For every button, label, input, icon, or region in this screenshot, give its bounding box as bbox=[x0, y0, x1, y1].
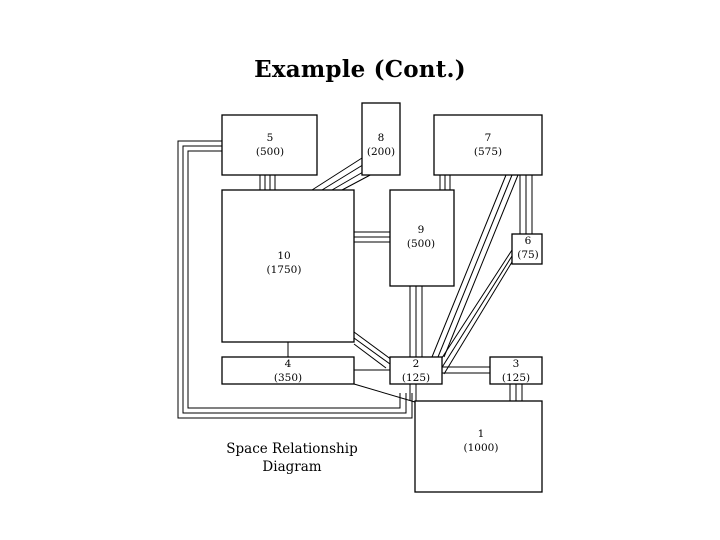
caption-line-2: Diagram bbox=[262, 459, 322, 475]
space-area-label: (500) bbox=[407, 238, 435, 250]
space-box-4-outline bbox=[221, 356, 355, 385]
space-number-label: 7 bbox=[485, 132, 492, 144]
relationship-line-5-2-3 bbox=[187, 150, 401, 409]
relationship-line-6-2-2 bbox=[440, 255, 513, 370]
page-title: Example (Cont.) bbox=[254, 56, 466, 83]
space-number-label: 8 bbox=[378, 132, 385, 144]
space-number-label: 6 bbox=[525, 235, 532, 247]
space-box-9: 9 (500) bbox=[389, 189, 455, 287]
relationship-line-5-2-2 bbox=[182, 145, 407, 414]
space-area-label: (125) bbox=[402, 372, 430, 384]
space-number-label: 2 bbox=[413, 358, 420, 370]
space-number-label: 3 bbox=[513, 358, 520, 370]
space-number-label: 1 bbox=[478, 428, 485, 440]
space-box-1-outline bbox=[414, 400, 543, 493]
relationship-line-8-10-4 bbox=[341, 172, 375, 191]
relationship-line-10-2-2 bbox=[353, 337, 391, 365]
relationship-line-8-10-1 bbox=[311, 157, 363, 191]
relationship-line-4-1-1 bbox=[353, 383, 416, 403]
space-box-4: 4 (350) bbox=[221, 356, 355, 385]
space-boxes: 5 (500) 8 (200) 7 (575) 9 (500) 10 (1750) 6 (75) 4 (3… bbox=[221, 102, 543, 493]
space-number-label: 5 bbox=[267, 132, 274, 144]
relationship-line-8-10-2 bbox=[321, 162, 367, 191]
space-number-label: 9 bbox=[418, 224, 425, 236]
caption-line-1: Space Relationship bbox=[226, 441, 358, 457]
space-number-label: 4 bbox=[285, 358, 292, 370]
relationship-line-7-2-2 bbox=[437, 174, 513, 358]
space-number-label: 10 bbox=[277, 250, 290, 262]
space-box-3: 3 (125) bbox=[489, 356, 543, 385]
relationship-line-7-2-1 bbox=[431, 174, 507, 358]
relationship-line-5-2-1 bbox=[177, 140, 413, 419]
relationship-line-6-2-1 bbox=[437, 249, 513, 365]
space-box-9-outline bbox=[389, 189, 455, 287]
space-box-7-outline bbox=[433, 114, 543, 176]
space-area-label: (500) bbox=[256, 146, 284, 158]
space-box-6: 6 (75) bbox=[511, 233, 543, 265]
relationship-lines bbox=[177, 140, 533, 419]
space-box-10-outline bbox=[221, 189, 355, 343]
space-box-5: 5 (500) bbox=[221, 114, 318, 176]
relationship-line-10-2-3 bbox=[353, 343, 387, 369]
space-area-label: (1750) bbox=[267, 264, 302, 276]
space-box-10: 10 (1750) bbox=[221, 189, 355, 343]
space-area-label: (575) bbox=[474, 146, 502, 158]
relationship-line-10-2-1 bbox=[353, 331, 393, 361]
space-box-8-outline bbox=[361, 102, 401, 176]
space-box-6-outline bbox=[511, 233, 543, 265]
space-area-label: (125) bbox=[502, 372, 530, 384]
space-area-label: (200) bbox=[367, 146, 395, 158]
space-box-3-outline bbox=[489, 356, 543, 385]
space-box-2-outline bbox=[389, 356, 443, 385]
space-box-7: 7 (575) bbox=[433, 114, 543, 176]
relationship-line-6-2-3 bbox=[443, 261, 513, 375]
space-box-1: 1 (1000) bbox=[414, 400, 543, 493]
space-box-8: 8 (200) bbox=[361, 102, 401, 176]
space-area-label: (1000) bbox=[464, 442, 499, 454]
space-box-2: 2 (125) bbox=[389, 356, 443, 385]
relationship-line-7-2-3 bbox=[443, 174, 519, 358]
space-area-label: (75) bbox=[517, 249, 539, 261]
diagram-caption: Space Relationship Diagram bbox=[222, 440, 362, 476]
space-area-label: (350) bbox=[274, 372, 302, 384]
space-box-5-outline bbox=[221, 114, 318, 176]
